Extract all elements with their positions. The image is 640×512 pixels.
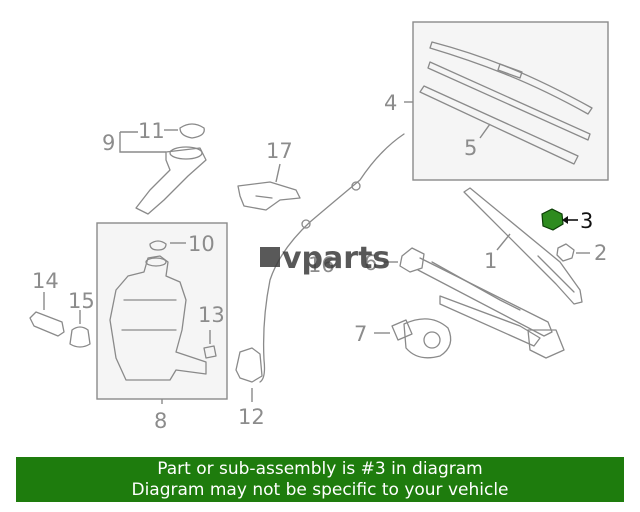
watermark-text: vparts: [282, 241, 390, 276]
washer-hose-drawing: [259, 133, 405, 383]
fitment-banner: Part or sub-assembly is #3 in diagram Di…: [16, 457, 624, 502]
callout-6: 6: [364, 251, 377, 275]
callout-5: 5: [464, 136, 477, 160]
washer-pump-drawing: [235, 347, 263, 383]
wiper-motor-drawing: [391, 318, 452, 359]
callout-1: 1: [484, 249, 497, 273]
wiper-blade-drawing: [419, 41, 593, 165]
parts-diagram: 4 5 1 3 2 6 7 16 17: [29, 21, 609, 433]
callout-13: 13: [198, 303, 225, 327]
bracket-drawing: [237, 181, 301, 211]
callout-9: 9: [102, 131, 115, 155]
part-2-nut: [556, 243, 575, 262]
callout-17: 17: [266, 139, 293, 163]
level-sensor-drawing: [29, 311, 65, 337]
wiper-linkage-drawing: [399, 247, 565, 359]
callout-7: 7: [354, 322, 367, 346]
reservoir-tank-drawing: [109, 240, 207, 381]
banner-line-1: Part or sub-assembly is #3 in diagram: [157, 458, 483, 479]
callout-12: 12: [238, 405, 265, 429]
callout-2: 2: [594, 241, 607, 265]
callout-3: 3: [580, 209, 593, 233]
reservoir-group-box: [96, 222, 228, 400]
callout-10: 10: [188, 232, 215, 256]
callout-8: 8: [154, 409, 167, 433]
wiper-arm-drawing: [463, 187, 583, 305]
banner-line-2: Diagram may not be specific to your vehi…: [131, 479, 509, 500]
part-3-cap: [541, 208, 564, 231]
callout-15: 15: [68, 289, 95, 313]
grommet-13-drawing: [203, 345, 217, 359]
wiper-blade-group-box: [412, 21, 609, 181]
grommet-15-drawing: [69, 326, 91, 348]
callout-16: 16: [308, 253, 335, 277]
filler-neck-drawing: [135, 146, 207, 215]
callout-4: 4: [384, 91, 397, 115]
callout-11: 11: [138, 119, 165, 143]
callout-14: 14: [32, 269, 59, 293]
vparts-watermark: vparts: [260, 241, 390, 276]
filler-cap-drawing: [179, 123, 205, 139]
